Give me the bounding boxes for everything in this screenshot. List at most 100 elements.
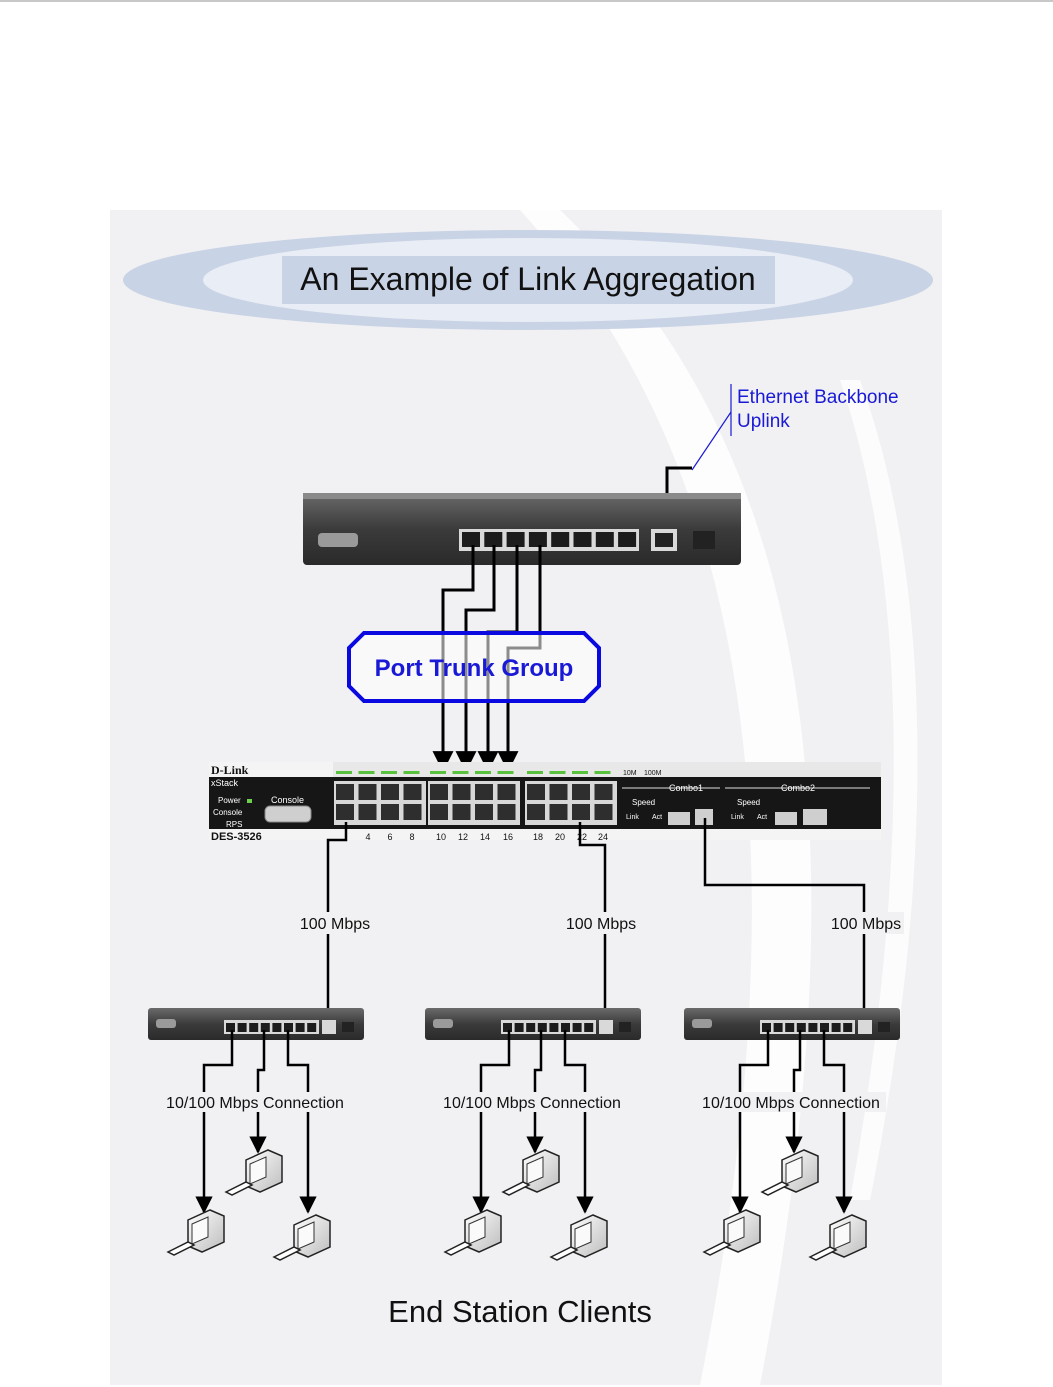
console-port-label: Console	[271, 795, 304, 805]
port-led	[358, 771, 375, 774]
downlink-cable-2	[578, 822, 614, 1032]
combo1-act-label: Act	[652, 814, 662, 821]
rj45-port	[572, 804, 590, 820]
rj45-port	[381, 804, 399, 820]
combo1-speed-label: Speed	[632, 798, 655, 807]
connection-label-bg	[437, 1092, 627, 1112]
switch-series: xStack	[211, 778, 239, 788]
port-number-label: 24	[598, 832, 608, 842]
rj45-port	[594, 804, 613, 820]
rj45-port	[452, 784, 471, 800]
port-led	[475, 771, 491, 774]
backbone-pointer	[691, 411, 732, 471]
port-led	[403, 771, 420, 774]
downlink-cable-3	[703, 818, 873, 1032]
speed-100m-label: 100M	[644, 770, 662, 777]
rj45-port	[549, 804, 568, 820]
rj45-port	[403, 804, 422, 820]
rj45-port	[506, 532, 525, 547]
rj45-port	[403, 784, 422, 800]
console-port-icon	[156, 1019, 176, 1028]
decorative-swoosh	[840, 380, 918, 1200]
rps-label: RPS	[226, 820, 242, 829]
rj45-port	[773, 1023, 783, 1032]
client-cable	[563, 1030, 594, 1214]
diagram-title: An Example of Link Aggregation	[300, 261, 755, 297]
combo2-label: Combo2	[781, 783, 815, 793]
speed-10m-label: 10M	[623, 770, 637, 777]
rj45-port	[475, 804, 493, 820]
trunk-group-label: Port Trunk Group	[375, 655, 574, 682]
port-led	[549, 771, 566, 774]
switch-brand: D-Link	[211, 763, 249, 777]
top-switch	[303, 493, 741, 565]
console-port-icon	[318, 533, 358, 547]
combo-rj45-port	[803, 809, 827, 825]
port-led	[594, 771, 611, 774]
model-label: DES-3526	[211, 831, 262, 843]
title-box	[282, 256, 775, 304]
end-station-computer	[443, 1209, 502, 1256]
uplink-speed-label-2: 100 Mbps	[566, 916, 636, 933]
edge-switch-group: 10/100 Mbps Connection	[425, 1008, 641, 1261]
footer-label: End Station Clients	[388, 1294, 652, 1329]
rj45-port	[381, 784, 399, 800]
combo-rj45-port	[695, 809, 713, 825]
rj45-port	[430, 784, 448, 800]
rj45-port	[820, 1023, 829, 1032]
rj45-port	[497, 784, 516, 800]
rj45-port	[595, 532, 614, 547]
rj45-port	[831, 1023, 841, 1032]
main-switch: D-Link xStack Power Console RPS Console …	[209, 762, 881, 843]
rj45-port	[527, 784, 545, 800]
rj45-port	[503, 1023, 512, 1032]
rj45-port	[307, 1023, 317, 1032]
client-cable	[472, 1030, 511, 1214]
rj45-port	[484, 532, 503, 547]
rj45-port	[336, 804, 354, 820]
client-cable	[286, 1030, 317, 1214]
rj45-port	[336, 784, 354, 800]
rj45-port	[272, 1023, 282, 1032]
port-number-label: 6	[387, 832, 392, 842]
rj45-port	[808, 1023, 818, 1032]
speed-label-bg	[563, 912, 639, 934]
port-led	[430, 771, 446, 774]
rj45-port	[358, 784, 377, 800]
rj45-port	[537, 1023, 547, 1032]
port-led	[336, 771, 352, 774]
combo-sfp-port	[775, 812, 797, 825]
rj45-port	[594, 784, 613, 800]
rj45-port	[237, 1023, 247, 1032]
rj45-port	[514, 1023, 524, 1032]
rj45-port	[785, 1023, 795, 1032]
rj45-port	[549, 784, 568, 800]
rj45-port	[796, 1023, 806, 1032]
console-port-icon	[264, 805, 312, 823]
top-rule	[0, 0, 1053, 2]
rj45-port	[284, 1023, 293, 1032]
combo1-link-label: Link	[626, 814, 639, 821]
rj45-port	[497, 804, 516, 820]
power-led-label: Power	[218, 796, 241, 805]
rj45-port	[843, 1023, 853, 1032]
rj45-port	[762, 1023, 771, 1032]
console-port-icon	[433, 1019, 453, 1028]
port-number-label: 14	[480, 832, 490, 842]
speed-label-bg	[828, 912, 904, 934]
connection-label: 10/100 Mbps Connection	[166, 1095, 344, 1112]
connection-label: 10/100 Mbps Connection	[443, 1095, 621, 1112]
port-number-label: 10	[436, 832, 446, 842]
port-led	[452, 771, 469, 774]
rj45-port	[572, 1023, 582, 1032]
port-number-label: 20	[555, 832, 565, 842]
port-number-label: 12	[458, 832, 468, 842]
port-number-label: 18	[533, 832, 543, 842]
port-led	[497, 771, 514, 774]
end-station-computer	[166, 1209, 225, 1256]
combo1-label: Combo1	[669, 783, 703, 793]
rj45-port	[572, 784, 590, 800]
rj45-port	[295, 1023, 305, 1032]
port-led	[527, 771, 543, 774]
